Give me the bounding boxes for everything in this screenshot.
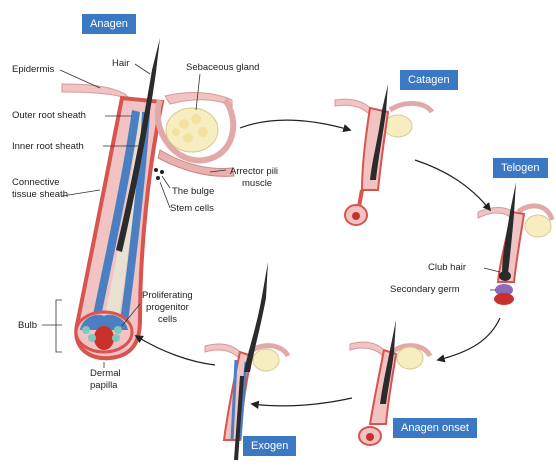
stage-label-anagen-onset: Anagen onset [393,418,477,438]
catagen-follicle [335,84,432,225]
label-club-hair: Club hair [428,262,466,273]
arrow-catagen-to-telogen [415,160,490,210]
arrow-exogen-to-anagen [136,336,215,365]
arrow-onset-to-exogen [252,398,352,406]
stem-cells-marker [156,176,160,180]
label-proliferating-line2: progenitor [146,302,189,313]
telogen-follicle [478,182,552,305]
label-dermal-papilla-line2: papilla [90,380,117,391]
stage-label-anagen: Anagen [82,14,136,34]
label-sebaceous-gland: Sebaceous gland [186,62,259,73]
label-proliferating-line3: cells [158,314,177,325]
stage-label-telogen: Telogen [493,158,548,178]
label-stem-cells: Stem cells [170,203,214,214]
stage-label-catagen: Catagen [400,70,458,90]
label-inner-root-sheath: Inner root sheath [12,141,84,152]
label-proliferating-line1: Proliferating [142,290,193,301]
stage-label-exogen: Exogen [243,436,296,456]
label-arrector-pili-line2: muscle [242,178,272,189]
label-dermal-papilla-line1: Dermal [90,368,121,379]
label-arrector-pili-line1: Arrector pili [230,166,278,177]
label-the-bulge: The bulge [172,186,214,197]
label-outer-root-sheath: Outer root sheath [12,110,86,121]
label-hair: Hair [112,58,129,69]
exogen-follicle [205,262,288,460]
label-epidermis: Epidermis [12,64,54,75]
dermal-papilla [94,326,114,350]
label-bulb: Bulb [18,320,37,331]
arrow-anagen-to-catagen [240,120,350,130]
arrow-telogen-to-onset [438,318,500,360]
label-connective-tissue-sheath-line2: tissue sheath [12,189,68,200]
label-secondary-germ: Secondary germ [390,284,460,295]
label-connective-tissue-sheath-line1: Connective [12,177,60,188]
